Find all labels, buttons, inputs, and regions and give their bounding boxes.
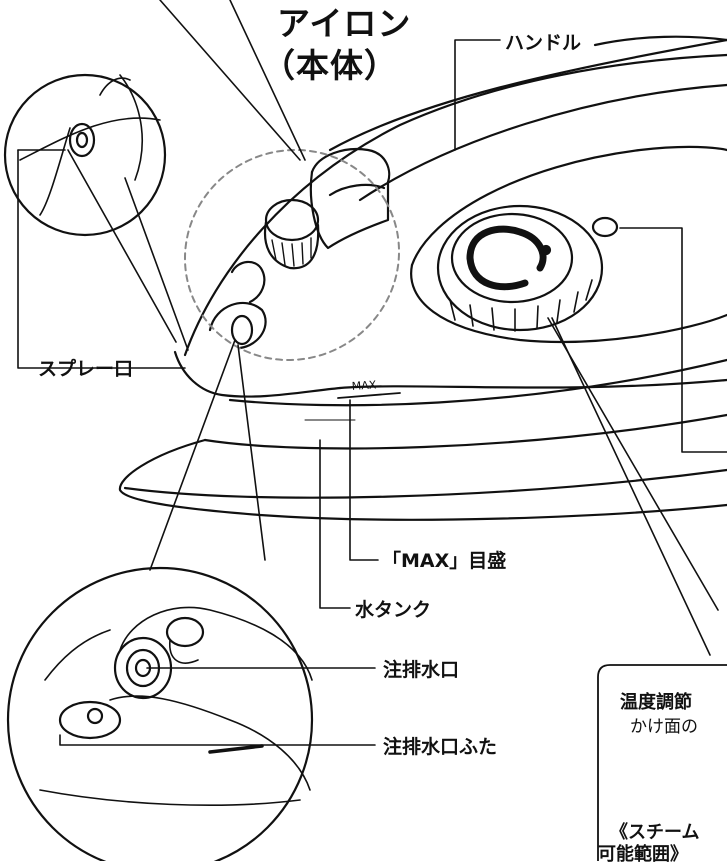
leader-title-1 [159,0,301,161]
leader-zoom-a [67,149,177,343]
info-range-text: 可能範囲》 [598,844,688,865]
zoom-circle-spray [3,73,167,237]
leader-handle [454,39,501,151]
temp-dial-outer [436,204,604,332]
iron-body-ridge [228,358,727,407]
water-inlet-front [208,301,267,350]
iron-nose [173,350,342,398]
leader-lamp [619,227,727,453]
zoom-circle-inlet [6,566,314,861]
info-temp-title: 温度調節 [620,692,692,713]
leader-spray [17,149,186,369]
indicator-lamp [591,216,619,238]
iron-top-oval-lower [410,263,727,344]
iron-top-oval [410,145,727,267]
leader-zoom-b [124,177,189,351]
title-line-1: アイロン [277,4,412,43]
label-spray-nozzle: スプレー口 [38,358,134,380]
steam-button-face [328,183,386,197]
iron-soleplate-top-edge [123,468,727,499]
iron-soleplate [118,438,727,521]
label-water-inlet: 注排水口 [383,659,460,681]
leader-zoom-d [237,344,266,561]
steam-button-top [310,148,391,184]
info-surface-text: かけ面の [630,717,698,737]
spray-knob-top [264,198,320,242]
leader-tank [319,439,351,609]
spray-knob-side [263,220,320,270]
iron-body-side [338,378,727,390]
leader-dial-b [547,317,719,611]
iron-handle-inner [358,83,727,202]
leader-dial-a [551,317,711,656]
label-max-mark: 「MAX」目盛 [382,550,507,572]
max-line [337,392,401,399]
temp-dial-ring [466,225,547,272]
temp-dial-indicator [540,244,552,256]
temp-dial-inner [450,212,574,304]
label-water-inlet-cover: 注排水口ふた [383,736,498,758]
steam-button-body [309,170,390,250]
iron-base-lower-body [203,413,727,450]
water-inlet-opening [230,314,254,346]
label-handle: ハンドル [505,32,582,54]
controls-highlight [183,148,401,362]
iron-body-outline [183,53,727,357]
info-box-outline [597,664,727,861]
spray-lever [230,260,266,304]
leader-max [349,399,379,561]
max-engraving: MAX [351,378,377,393]
title-line-2: （本体） [262,46,398,85]
leader-title-2 [229,0,306,161]
info-steam-title: 《スチーム [610,822,700,843]
leader-inlet-cover [59,734,376,746]
leader-zoom-c [149,339,236,571]
iron-handle-outline [328,38,727,152]
label-water-tank: 水タンク [355,599,432,621]
iron-handle-curve [593,35,727,47]
